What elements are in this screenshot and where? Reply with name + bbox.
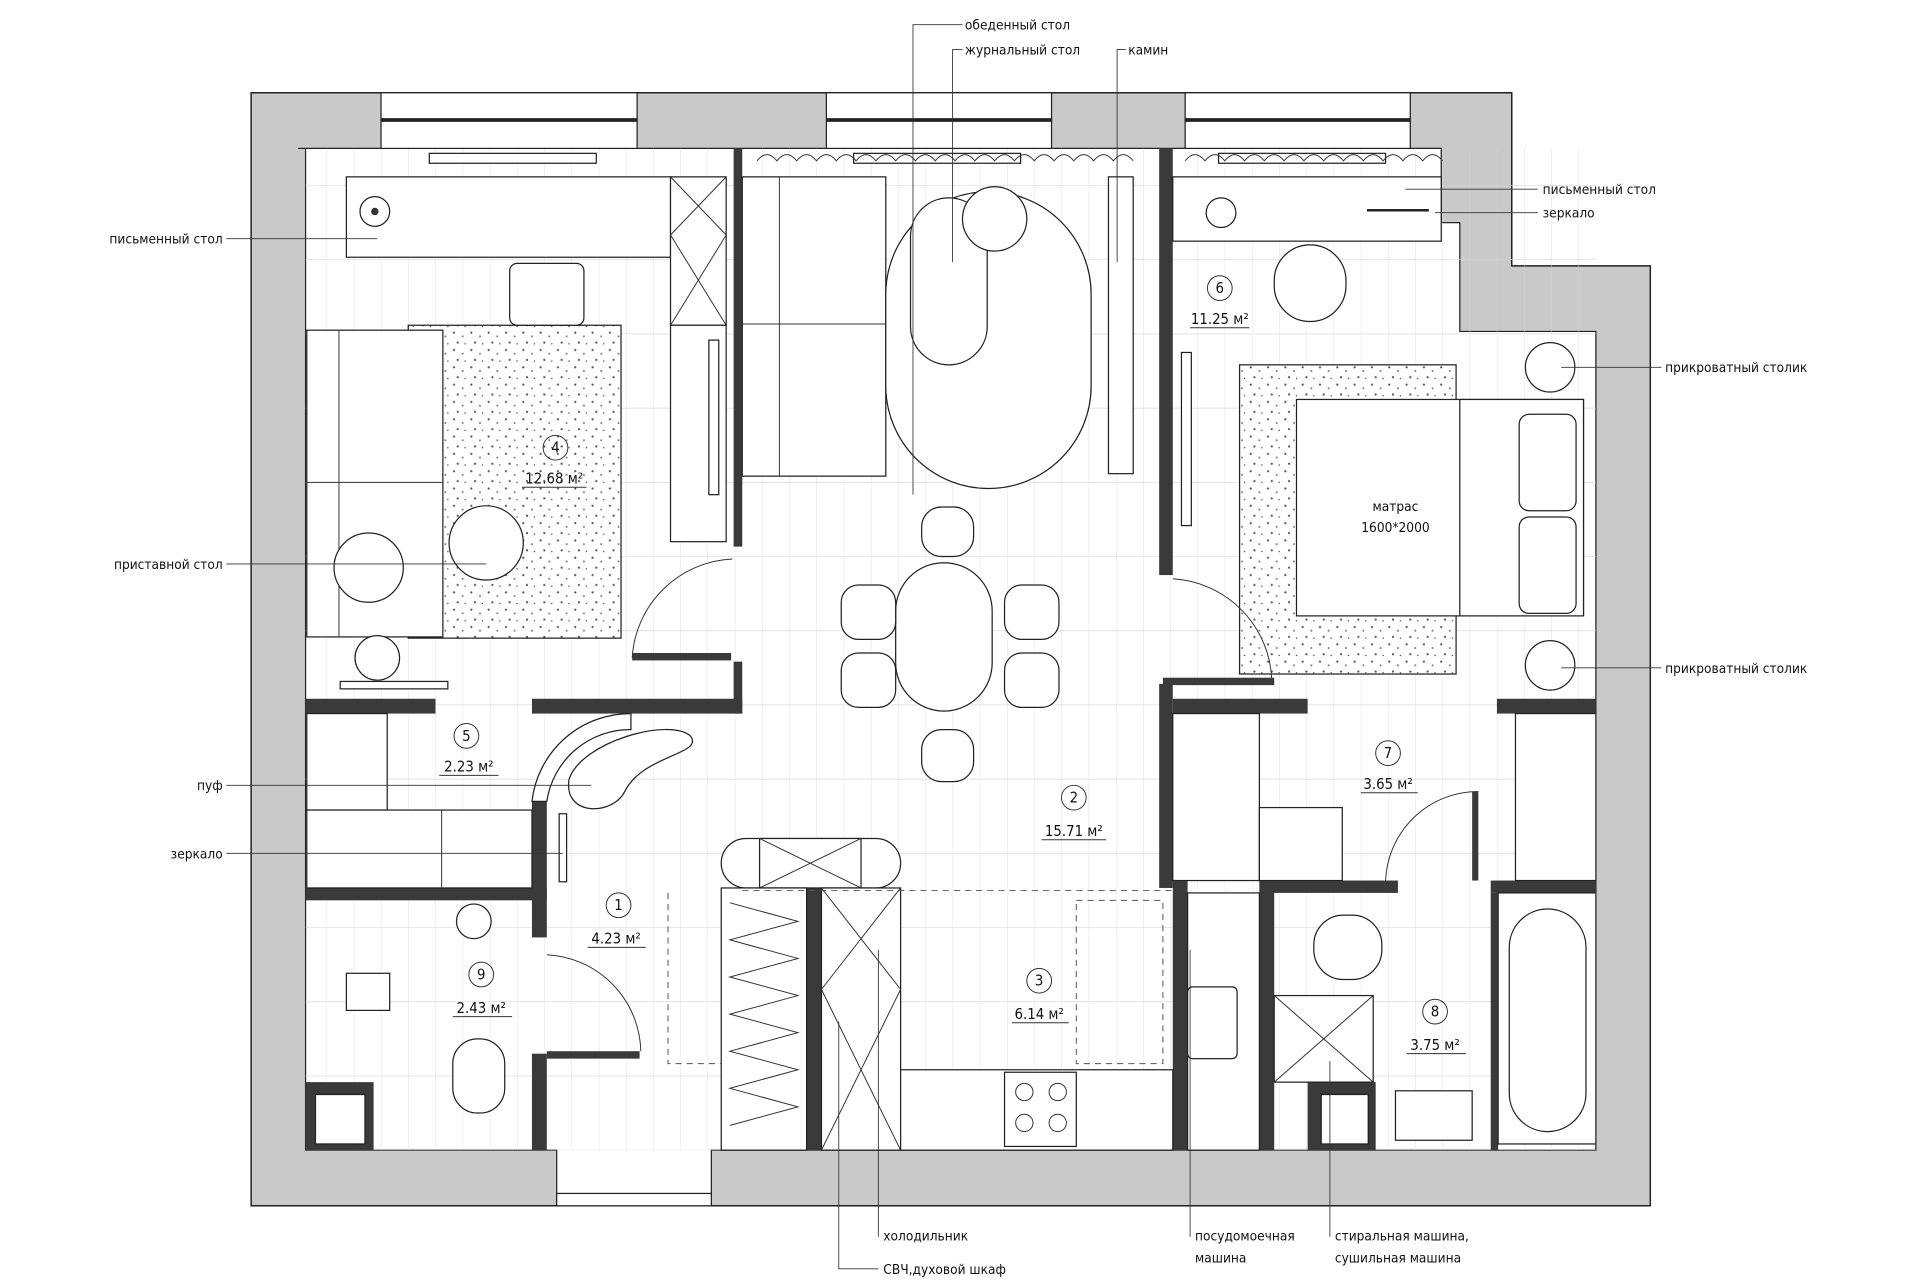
- svg-text:8: 8: [1431, 1004, 1440, 1021]
- svg-text:6: 6: [1216, 280, 1225, 297]
- room-tag-5: 5 2.23 м²: [439, 722, 499, 776]
- room-tag-8: 8 3.75 м²: [1406, 998, 1466, 1055]
- hall-furniture: [306, 712, 712, 1207]
- svg-text:3: 3: [1035, 973, 1044, 990]
- kitchen-furniture: [667, 837, 1260, 1151]
- svg-text:2.23 м²: 2.23 м²: [444, 759, 493, 776]
- svg-text:7: 7: [1384, 745, 1393, 762]
- svg-text:сушильная машина: сушильная машина: [1335, 1251, 1461, 1267]
- label-dishwasher: посудомоечная: [1195, 1228, 1295, 1244]
- annotations: обеденный стол журнальный стол камин пис…: [109, 18, 1807, 1278]
- windows: [380, 92, 1443, 164]
- svg-text:4: 4: [551, 440, 560, 457]
- svg-text:4.23 м²: 4.23 м²: [591, 931, 640, 948]
- room-tag-2: 2 15.71 м²: [1041, 784, 1106, 841]
- room-tags: 1 4.23 м² 2 15.71 м² 3 6.14 м² 4 12.68 м² 5 2…: [439, 275, 1466, 1055]
- label-mirror-left: зеркало: [171, 846, 223, 862]
- label-pouf: пуф: [197, 778, 223, 794]
- svg-text:2.43 м²: 2.43 м²: [457, 1000, 506, 1017]
- svg-text:машина: машина: [1195, 1251, 1246, 1267]
- label-desk-left: письменный стол: [109, 232, 222, 248]
- label-fridge: холодильник: [883, 1228, 968, 1244]
- bathroom-8-fixtures: [1273, 892, 1597, 1145]
- label-washer-dryer: стиральная машина,: [1335, 1228, 1469, 1244]
- label-coffee-table: журнальный стол: [965, 42, 1080, 58]
- label-mirror-right: зеркало: [1543, 206, 1595, 222]
- svg-text:15.71 м²: 15.71 м²: [1045, 823, 1103, 840]
- room-tag-4: 4 12.68 м²: [522, 434, 587, 488]
- label-side-table: приставной стол: [114, 557, 223, 573]
- bedroom-furniture: матрас 1600*2000: [1162, 176, 1585, 691]
- room-tag-6: 6 11.25 м²: [1190, 275, 1250, 329]
- svg-text:5: 5: [462, 728, 471, 745]
- room-7-furniture: [1172, 712, 1597, 882]
- label-dining-table: обеденный стол: [965, 18, 1070, 34]
- mattress-label: матрас: [1373, 499, 1419, 515]
- room-tag-9: 9 2.43 м²: [452, 961, 513, 1018]
- svg-text:6.14 м²: 6.14 м²: [1014, 1006, 1063, 1023]
- svg-text:11.25 м²: 11.25 м²: [1191, 311, 1249, 328]
- mattress-size: 1600*2000: [1361, 520, 1429, 536]
- room-tag-7: 7 3.65 м²: [1360, 740, 1418, 794]
- svg-text:9: 9: [477, 966, 486, 983]
- label-nightstand-top: прикроватный столик: [1665, 360, 1807, 376]
- label-fireplace: камин: [1128, 42, 1168, 58]
- label-desk-right: письменный стол: [1543, 182, 1656, 198]
- label-microwave-oven: СВЧ,духовой шкаф: [883, 1262, 1006, 1278]
- room-tag-1: 1 4.23 м²: [587, 892, 646, 948]
- living-room-furniture: [741, 176, 1134, 783]
- svg-text:2: 2: [1070, 790, 1079, 807]
- interior-walls: [305, 148, 1596, 1151]
- svg-text:3.65 м²: 3.65 м²: [1363, 776, 1412, 793]
- room-4-furniture: [306, 176, 733, 690]
- label-nightstand-bottom: прикроватный столик: [1665, 661, 1807, 677]
- svg-text:12.68 м²: 12.68 м²: [525, 471, 583, 488]
- svg-text:1: 1: [614, 897, 623, 914]
- svg-text:3.75 м²: 3.75 м²: [1410, 1037, 1459, 1054]
- room-tag-3: 3 6.14 м²: [1011, 967, 1069, 1024]
